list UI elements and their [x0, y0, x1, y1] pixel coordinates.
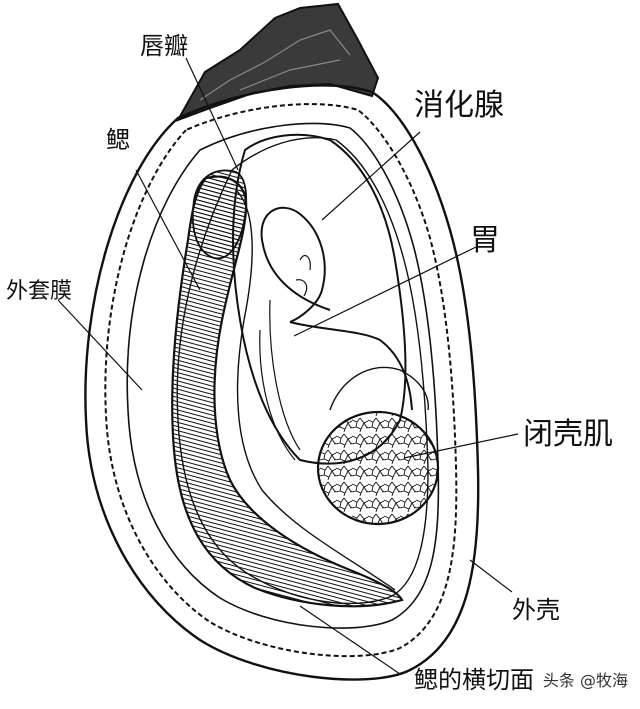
label-adductor-muscle: 闭壳肌 — [523, 417, 613, 452]
label-gill-cross-section: 鳃的横切面 — [414, 666, 534, 694]
mantle-edge — [104, 103, 458, 658]
adductor-muscle — [316, 410, 440, 526]
label-digestive-gland: 消化腺 — [414, 88, 504, 123]
label-gill: 鳃 — [106, 126, 130, 154]
labial-palp — [191, 169, 248, 260]
label-mantle: 外套膜 — [6, 279, 73, 304]
leader-lines — [57, 57, 519, 675]
outer-shell — [84, 84, 480, 681]
label-stomach: 胃 — [470, 223, 500, 258]
label-lip: 唇瓣 — [140, 32, 188, 60]
stomach — [260, 206, 331, 323]
label-outer-shell: 外壳 — [512, 596, 560, 624]
shell-hinge — [175, 2, 380, 122]
watermark: 头条 @牧海 — [542, 671, 628, 690]
gill — [171, 175, 404, 608]
